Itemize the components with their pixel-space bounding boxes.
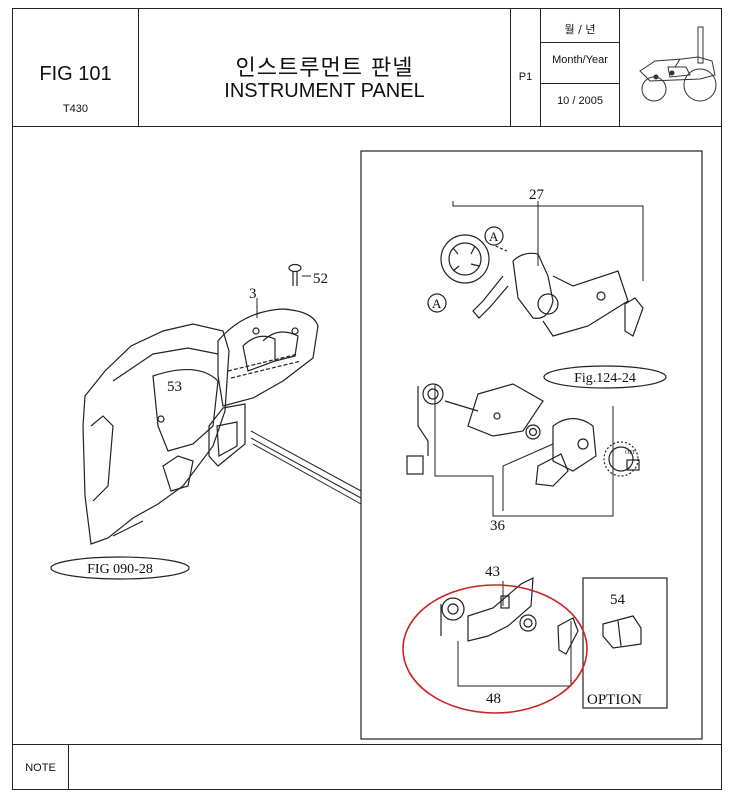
circle-a-left xyxy=(427,293,447,313)
reference-oval-top xyxy=(543,365,667,389)
label-27: 27 xyxy=(529,187,545,203)
label-48: 48 xyxy=(486,691,501,707)
highlight-ring xyxy=(402,584,588,714)
tractor-icon xyxy=(639,26,717,102)
page-number: P1 xyxy=(518,71,533,83)
label-43: 43 xyxy=(485,564,500,580)
knob-36 xyxy=(406,383,640,517)
option-54 xyxy=(582,577,668,709)
note-label: NOTE xyxy=(13,745,69,790)
exploded-diagram: 52 3 53 27 A A Fig.124-24 FIG 090-28 36 … xyxy=(50,150,703,740)
date-label-english: Month/Year xyxy=(552,54,608,66)
figure-number: FIG 101 xyxy=(39,63,112,85)
date-divider xyxy=(541,42,619,43)
footer-bar: NOTE xyxy=(13,744,721,790)
circle-a-top xyxy=(484,226,504,246)
title-english: INSTRUMENT PANEL xyxy=(224,80,425,102)
leader-lines xyxy=(250,430,362,505)
reference-oval-left xyxy=(50,556,190,580)
label-a-top: A xyxy=(489,229,499,244)
label-fig-090-28: FIG 090-28 xyxy=(87,562,153,577)
switch-27 xyxy=(440,201,644,337)
model-code: T430 xyxy=(62,103,89,115)
date-label-korean: 월 / 년 xyxy=(564,23,596,36)
title-block: FIG 101 T430 인스트루먼트 판넬 INSTRUMENT PANEL … xyxy=(13,9,721,127)
label-53: 53 xyxy=(167,379,182,395)
label-option: OPTION xyxy=(587,692,642,708)
detail-frame xyxy=(360,150,703,740)
label-52: 52 xyxy=(313,271,328,287)
figure-cell: FIG 101 T430 xyxy=(13,9,139,126)
label-fig-124-24: Fig.124-24 xyxy=(574,371,636,386)
parts-sheet: FIG 101 T430 인스트루먼트 판넬 INSTRUMENT PANEL … xyxy=(12,8,722,790)
label-36: 36 xyxy=(490,518,506,534)
dash-housing xyxy=(82,323,230,545)
label-54: 54 xyxy=(610,592,626,608)
label-off: OFF xyxy=(625,450,637,456)
lever-group xyxy=(440,576,579,687)
label-3: 3 xyxy=(249,286,257,302)
date-cell: 월 / 년 Month/Year 10 / 2005 xyxy=(541,9,620,126)
page-cell: P1 xyxy=(511,9,541,126)
diagram-area: 52 3 53 27 A A Fig.124-24 FIG 090-28 36 … xyxy=(13,126,721,744)
title-korean: 인스트루먼트 판넬 xyxy=(235,56,414,81)
title-cell: 인스트루먼트 판넬 INSTRUMENT PANEL xyxy=(139,9,511,126)
date-value: 10 / 2005 xyxy=(557,95,603,107)
label-a-left: A xyxy=(432,296,442,311)
instrument-cover xyxy=(208,308,319,467)
bolt-52 xyxy=(288,263,311,286)
date-divider xyxy=(541,83,619,84)
tractor-icon-cell xyxy=(620,9,721,126)
